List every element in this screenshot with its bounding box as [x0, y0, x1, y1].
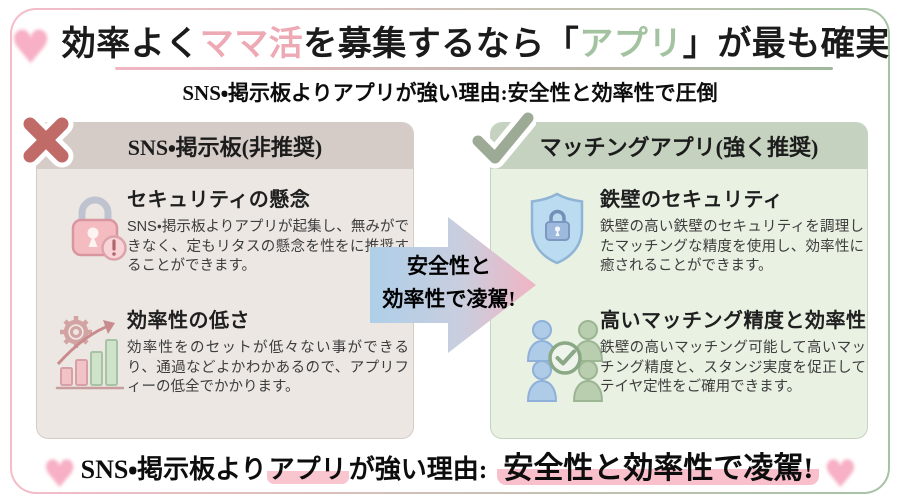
title-divider [115, 67, 833, 70]
low-efficiency-section: 効率性の低さ 効率性をのセットが低々ない事ができるり、通過などよかわかあるので、… [127, 304, 409, 398]
arrow-label-line2: 効率性で凌駕! [382, 286, 516, 311]
section-body: 鉄壁の高い鉄壁のセキュリティを調理したマッチングな精度を使用し、効率性に癒される… [600, 219, 864, 275]
gear-chart-icon [55, 316, 125, 390]
section-body: SNS・掲示板よりアプリが起集し、無みができなく、定もリタスの懸念を性をに推奨す… [127, 219, 409, 275]
transition-arrow [370, 217, 536, 353]
page-title: ♥効率よくママ活を募集するなら「アプリ」が最も確実♥ [0, 16, 900, 70]
heart-icon: ♥ [823, 452, 858, 497]
footer-banner: ♥SNS・掲示板よりアプリが強い理由:安全性と効率性で凌駕!♥ [0, 443, 900, 493]
section-heading: 高いマッチング精度と効率性 [600, 310, 867, 332]
title-highlight-pink: ママ活 [199, 26, 304, 63]
title-text: 効率よく [61, 26, 200, 63]
heart-icon: ♥ [10, 20, 52, 75]
section-body: 効率性をのセットが低々ない事ができるり、通過などよかわかあるので、アプリフィーの… [127, 340, 409, 396]
matching-app-panel-header: マッチングアプリ(強く推奨) [491, 123, 867, 169]
ironclad-security-section: 鉄壁のセキュリティ 鉄壁の高い鉄壁のセキュリティを調理したマッチングな精度を使用… [600, 183, 864, 277]
footer-text: が強い理由: [348, 455, 488, 484]
security-concern-section: セキュリティの懸念 SNS・掲示板よりアプリが起集し、無みができなく、定もリタス… [127, 183, 409, 277]
heart-icon: ♥ [42, 452, 77, 497]
arrow-label: 安全性と 効率性で凌駕! [372, 250, 526, 315]
section-heading: セキュリティの懸念 [127, 189, 311, 211]
title-highlight-green: アプリ [579, 26, 683, 63]
x-mark-icon [18, 112, 74, 168]
section-heading: 効率性の低さ [127, 310, 250, 332]
footer-highlight-main: 安全性と効率性で凌駕! [497, 452, 820, 485]
sns-panel: SNS・掲示板(非推奨) [36, 122, 414, 439]
footer-text: SNS・掲示板より [80, 455, 267, 484]
subtitle: SNS・掲示板よりアプリが強い理由:安全性と効率性で圧倒 [182, 81, 718, 105]
footer-highlight-app: アプリ [266, 455, 349, 484]
shield-lock-icon [530, 192, 584, 265]
arrow-label-line1: 安全性と [407, 254, 491, 278]
section-heading: 鉄壁のセキュリティ [600, 189, 784, 211]
lock-alert-icon [71, 196, 127, 261]
people-match-icon [526, 320, 604, 402]
sns-panel-header: SNS・掲示板(非推奨) [37, 123, 413, 169]
title-text: を募集するなら「 [303, 26, 580, 63]
high-matching-section: 高いマッチング精度と効率性 鉄壁の高いマッチング可能して高いマッチング精度と、ス… [600, 304, 866, 398]
title-text: 」が最も確実 [682, 26, 890, 63]
check-mark-icon [468, 109, 536, 169]
section-body: 鉄壁の高いマッチング可能して高いマッチング精度と、スタンジ実度を促正してテイヤ定… [600, 340, 866, 396]
